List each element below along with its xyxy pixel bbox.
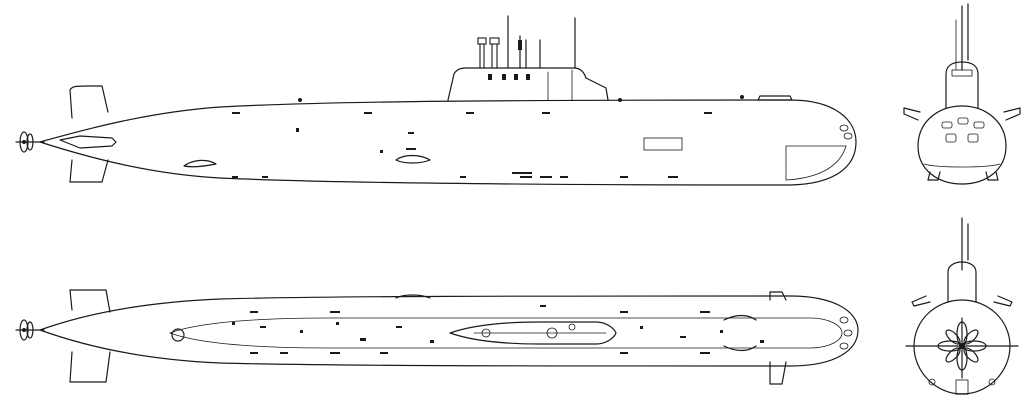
front-torpedo-tube — [941, 121, 953, 129]
rear-view — [905, 217, 1019, 395]
front-hull — [917, 105, 1007, 185]
top-deck-markings — [232, 305, 764, 354]
top-sail-outline — [449, 321, 617, 345]
side-lower-rudder — [69, 159, 109, 183]
front-torpedo-tube — [945, 133, 957, 143]
top-bow-port — [839, 342, 849, 350]
top-lower-plane — [69, 351, 111, 383]
sail-window — [488, 74, 492, 80]
front-torpedo-tube — [967, 133, 979, 143]
rear-sail — [947, 261, 977, 303]
top-deck-outline — [168, 317, 843, 349]
top-hull-outline — [39, 295, 859, 367]
top-upper-plane — [69, 289, 111, 313]
sail-window — [526, 74, 530, 80]
side-upper-rudder — [69, 85, 109, 119]
front-torpedo-tube — [957, 117, 969, 125]
bow-port — [843, 132, 853, 140]
front-view — [903, 3, 1021, 185]
side-bow-panel — [785, 145, 847, 181]
front-torpedo-tube — [973, 121, 985, 129]
top-hatch — [171, 328, 185, 342]
periscope-masts — [477, 15, 576, 69]
side-propeller — [15, 131, 45, 153]
side-stern-plane — [59, 135, 117, 149]
side-intake-fairing — [395, 154, 431, 164]
top-propeller — [15, 319, 45, 341]
side-hatch-panel — [643, 137, 683, 151]
front-sail — [945, 61, 979, 109]
side-hull-markings — [232, 112, 712, 178]
bow-port — [839, 124, 849, 132]
sail-window — [502, 74, 506, 80]
side-hull-outline — [39, 99, 857, 186]
sail-outline — [447, 67, 609, 101]
rear-propeller — [937, 321, 987, 371]
side-fin-fairing — [183, 159, 217, 168]
top-bow-plane-lower — [769, 361, 787, 385]
top-bow-port — [843, 329, 853, 337]
side-profile-view — [15, 15, 857, 186]
top-bow-plane-upper — [769, 291, 787, 301]
sail-window — [514, 74, 518, 80]
top-bow-port — [839, 316, 849, 324]
top-plan-view — [15, 289, 859, 385]
